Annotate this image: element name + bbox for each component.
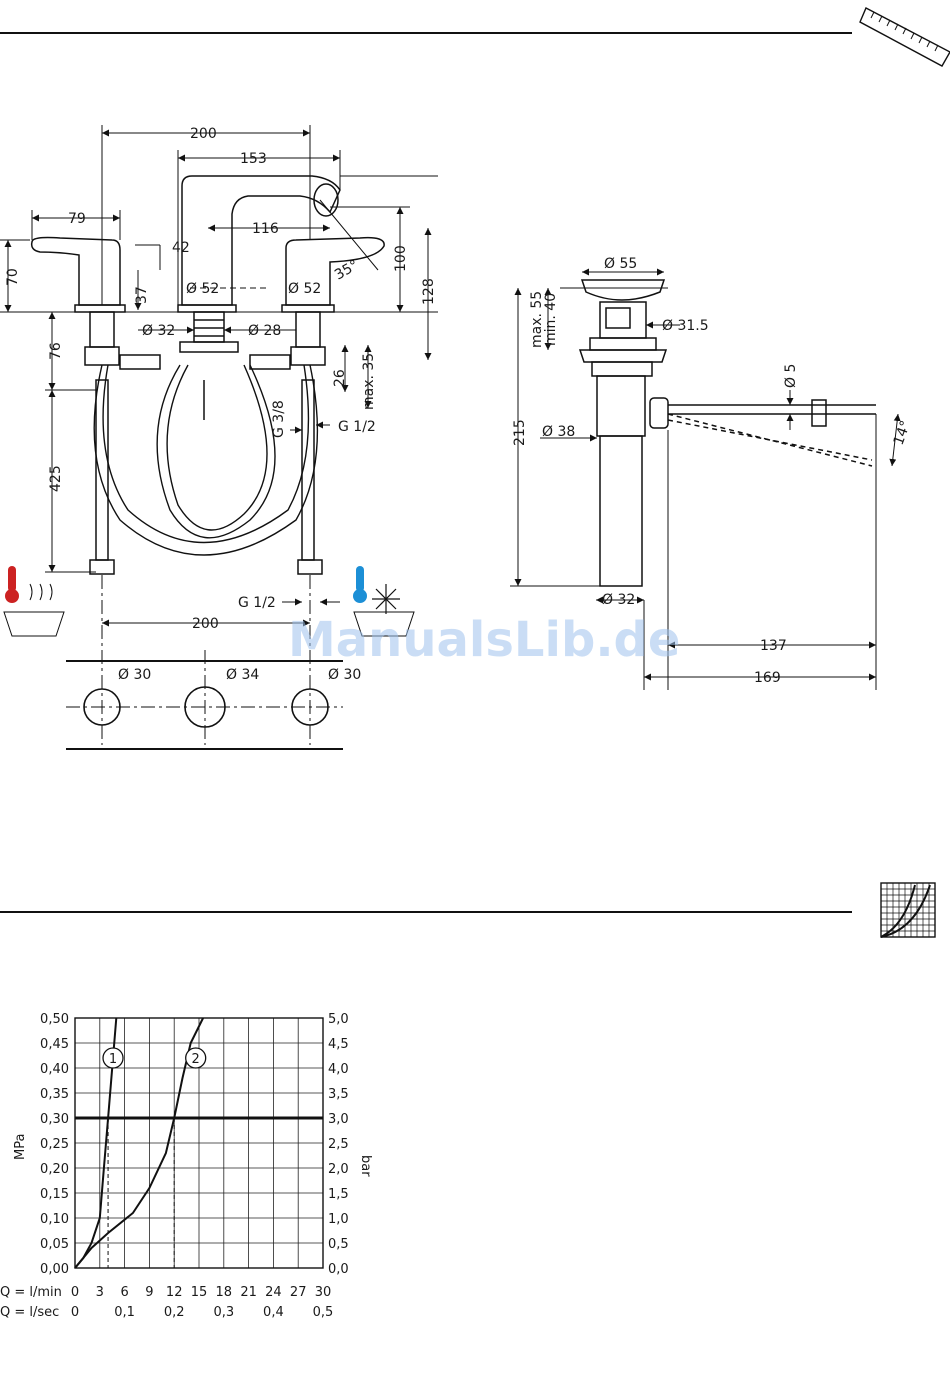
dim-14-deg: 14°	[891, 419, 915, 448]
dim-max55: max. 55	[529, 291, 545, 348]
x2-tick-label: 0,1	[114, 1305, 135, 1320]
series-marker-1	[102, 1047, 124, 1069]
y2-tick-label: 0,5	[328, 1237, 349, 1252]
y-tick-label: 0,45	[40, 1037, 69, 1052]
dim-70: 70	[5, 268, 21, 286]
dim-d52-left: Ø 52	[186, 281, 219, 297]
dim-max35: max. 35	[361, 353, 377, 410]
dim-d5: Ø 5	[783, 364, 799, 388]
x2-tick-label: 0,4	[263, 1305, 284, 1320]
y2-tick-label: 1,5	[328, 1187, 349, 1202]
y-tick-label: 0,40	[40, 1062, 69, 1077]
dim-128: 128	[421, 278, 437, 305]
x2-axis-label: Q = l/sec	[0, 1305, 59, 1320]
y2-tick-label: 0,0	[328, 1262, 349, 1277]
y-tick-label: 0,30	[40, 1112, 69, 1127]
y-tick-label: 0,50	[40, 1012, 69, 1027]
dim-153: 153	[240, 151, 267, 167]
y-axis-label: MPa	[13, 1134, 28, 1160]
x2-tick-label: 0,3	[213, 1305, 234, 1320]
hole-30-left: Ø 30	[118, 667, 151, 683]
y2-tick-label: 2,5	[328, 1137, 349, 1152]
x2-tick-label: 0,2	[164, 1305, 185, 1320]
y2-axis-label: bar	[358, 1155, 373, 1177]
series-marker-2	[185, 1047, 207, 1069]
dim-79: 79	[68, 211, 86, 227]
y-tick-label: 0,20	[40, 1162, 69, 1177]
faucet-dimension-lines	[0, 125, 438, 745]
dim-37: 37	[134, 286, 150, 304]
dim-200-bottom: 200	[192, 616, 219, 632]
x-tick-label: 18	[216, 1285, 233, 1300]
dim-116: 116	[252, 221, 279, 237]
deck-hole-plan	[66, 660, 343, 750]
y-tick-label: 0,25	[40, 1137, 69, 1152]
dim-42: 42	[172, 240, 190, 256]
y2-tick-label: 4,5	[328, 1037, 349, 1052]
x-tick-label: 6	[120, 1285, 128, 1300]
watermark: ManualsLib.de	[288, 612, 680, 668]
dim-100: 100	[393, 245, 409, 272]
x-tick-label: 21	[240, 1285, 257, 1300]
dim-g38: G 3/8	[271, 400, 287, 438]
x-axis-label: Q = l/min	[0, 1285, 62, 1300]
plot-frame	[74, 1017, 324, 1269]
faucet-drawing	[0, 175, 438, 575]
x-tick-label: 9	[145, 1285, 153, 1300]
faucet-dimension-labels: 200 153 79 116 42 70 37 Ø 52 Ø 52 100 12…	[5, 126, 437, 683]
hole-30-right: Ø 30	[328, 667, 361, 683]
dim-425: 425	[48, 465, 64, 492]
dim-200-top: 200	[190, 126, 217, 142]
dim-169: 169	[754, 670, 781, 686]
dim-d38: Ø 38	[542, 424, 575, 440]
hot-water-icon	[3, 566, 65, 637]
dim-g12-right: G 1/2	[338, 419, 376, 435]
y-tick-label: 0,35	[40, 1087, 69, 1102]
ruler-icon	[859, 7, 950, 67]
dim-d31-5: Ø 31.5	[662, 318, 709, 334]
dim-76: 76	[48, 342, 64, 360]
cold-water-icon	[353, 566, 415, 637]
drain-dimension-lines	[510, 268, 901, 690]
dim-d32: Ø 32	[142, 323, 175, 339]
dim-215: 215	[512, 419, 528, 446]
drain-drawing	[578, 279, 876, 587]
dim-d52-right: Ø 52	[288, 281, 321, 297]
hole-34: Ø 34	[226, 667, 259, 683]
drain-dimension-labels: Ø 55 max. 55 min. 40 Ø 31.5 Ø 5 215 Ø 38…	[512, 256, 914, 686]
dim-26: 26	[332, 369, 348, 387]
y-tick-label: 0,15	[40, 1187, 69, 1202]
y2-tick-label: 4,0	[328, 1062, 349, 1077]
dim-d32-drain: Ø 32	[602, 592, 635, 608]
x-tick-label: 12	[166, 1285, 183, 1300]
dim-d28: Ø 28	[248, 323, 281, 339]
x-tick-label: 0	[71, 1285, 79, 1300]
y2-tick-label: 2,0	[328, 1162, 349, 1177]
x-tick-label: 15	[191, 1285, 208, 1300]
dim-d55: Ø 55	[604, 256, 637, 272]
dim-g12-bottom: G 1/2	[238, 595, 276, 611]
x-tick-label: 30	[315, 1285, 332, 1300]
y-tick-label: 0,10	[40, 1212, 69, 1227]
dim-min40: min. 40	[543, 293, 559, 346]
x2-tick-label: 0,5	[313, 1305, 334, 1320]
y2-tick-label: 3,5	[328, 1087, 349, 1102]
y2-tick-label: 1,0	[328, 1212, 349, 1227]
series-label-2: 2	[192, 1052, 200, 1067]
series-label-1: 1	[109, 1052, 117, 1067]
y2-tick-label: 3,0	[328, 1112, 349, 1127]
x-tick-label: 27	[290, 1285, 307, 1300]
x2-tick-label: 0	[71, 1305, 79, 1320]
y-tick-label: 0,00	[40, 1262, 69, 1277]
x-tick-label: 3	[96, 1285, 104, 1300]
y2-tick-label: 5,0	[328, 1012, 349, 1027]
flow-chart-icon	[880, 882, 936, 938]
dim-137: 137	[760, 638, 787, 654]
x-tick-label: 24	[265, 1285, 282, 1300]
y-tick-label: 0,05	[40, 1237, 69, 1252]
